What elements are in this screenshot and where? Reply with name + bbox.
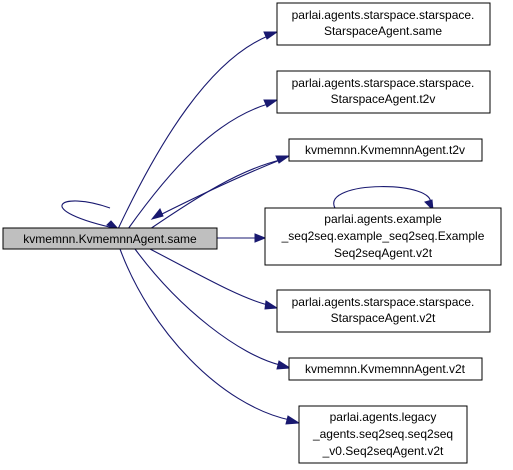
edge-to-starspace-v2t — [149, 248, 269, 306]
node-label-line: parlai.agents.legacy — [330, 410, 437, 424]
node-label-line: kvmemnn.KvmemnnAgent.v2t — [305, 362, 466, 376]
edge-to-starspace-same — [117, 35, 269, 230]
edge-arrowhead — [254, 233, 267, 243]
edge-to-kvmemnn-v2t — [134, 248, 281, 366]
node-starspace-v2t[interactable]: parlai.agents.starspace.starspace. Stars… — [276, 289, 491, 333]
edge-self-loop-example — [333, 186, 431, 209]
node-kvmemnn-v2t[interactable]: kvmemnn.KvmemnnAgent.v2t — [288, 357, 483, 381]
node-label-line: StarspaceAgent.v2t — [331, 311, 436, 325]
node-label-line: parlai.agents.starspace.starspace. — [292, 295, 475, 309]
edge-arrowhead — [263, 99, 279, 108]
node-label-line: parlai.agents.starspace.starspace. — [292, 76, 475, 90]
node-legacy-seq2seq-v2t[interactable]: parlai.agents.legacy _agents.seq2seq.seq… — [298, 405, 468, 464]
node-label: kvmemnn.KvmemnnAgent.same — [23, 232, 197, 246]
node-label-line: kvmemnn.KvmemnnAgent.t2v — [305, 143, 465, 157]
node-label-line: _seq2seq.example_seq2seq.Example — [281, 229, 485, 243]
edge-self-loop-source — [61, 200, 119, 230]
node-example-seq2seq-v2t[interactable]: parlai.agents.example _seq2seq.example_s… — [264, 207, 502, 266]
node-kvmemnn-t2v[interactable]: kvmemnn.KvmemnnAgent.t2v — [288, 138, 483, 162]
edge-arrowhead — [275, 155, 291, 164]
edge-arrowhead — [150, 208, 164, 220]
edge-arrowhead — [285, 415, 301, 425]
node-label-line: StarspaceAgent.t2v — [331, 92, 436, 106]
node-label-line: StarspaceAgent.same — [324, 24, 442, 38]
edge-arrowhead — [263, 31, 279, 40]
node-starspace-t2v[interactable]: parlai.agents.starspace.starspace. Stars… — [276, 70, 491, 114]
edge-arrowhead — [276, 360, 292, 370]
node-label-line: parlai.agents.starspace.starspace. — [292, 8, 475, 22]
node-label-line: Seq2seqAgent.v2t — [334, 246, 433, 260]
edge-to-legacy-v2t — [119, 248, 291, 421]
node-label-line: parlai.agents.example — [324, 212, 442, 226]
node-source-kvmemnn-same[interactable]: kvmemnn.KvmemnnAgent.same — [2, 227, 218, 250]
edge-to-kvmemnn-t2v — [149, 159, 281, 230]
node-starspace-same[interactable]: parlai.agents.starspace.starspace. Stars… — [276, 2, 491, 46]
edge-arrowhead — [264, 300, 279, 310]
edges-layer — [61, 31, 434, 425]
edge-back-to-source — [159, 159, 281, 216]
node-label-line: _v0.Seq2seqAgent.v2t — [322, 444, 444, 458]
nodes-layer: kvmemnn.KvmemnnAgent.same parlai.agents.… — [2, 2, 502, 464]
node-label-line: _agents.seq2seq.seq2seq — [312, 427, 453, 441]
edge-to-starspace-t2v — [127, 103, 269, 230]
